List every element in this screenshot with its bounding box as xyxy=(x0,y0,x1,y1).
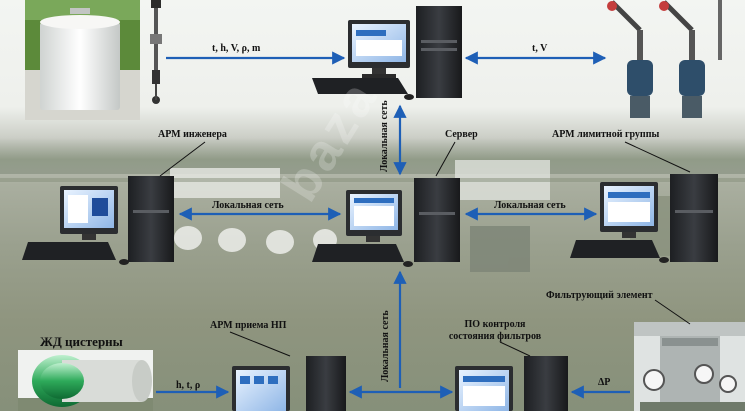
computer-engineer xyxy=(22,176,174,265)
computer-reception xyxy=(232,356,346,411)
label-filter-element: Фильтрующий элемент xyxy=(546,290,653,301)
label-arm-engineer: АРМ инженера xyxy=(158,129,227,140)
label-local-net-vertical-bottom: Локальная сеть xyxy=(380,310,391,382)
label-rail-tanks: ЖД цистерны xyxy=(40,334,123,349)
computer-server xyxy=(312,178,460,267)
label-top-right-params: t, V xyxy=(532,43,548,54)
level-sensor-icon xyxy=(150,0,162,104)
label-bottom-left-params: h, t, ρ xyxy=(176,380,201,391)
label-arm-reception: АРМ приема НП xyxy=(210,320,287,331)
loading-arms-icon xyxy=(607,0,722,118)
label-filter-software-line2: состояния фильтров xyxy=(448,331,542,342)
computer-limit-group xyxy=(570,174,718,263)
label-server: Сервер xyxy=(445,129,478,140)
filter-element-photo xyxy=(634,322,745,411)
rail-tanks-photo xyxy=(18,350,153,411)
label-local-net-vertical-top: Локальная сеть xyxy=(379,100,390,172)
label-delta-p: ΔP xyxy=(598,377,611,388)
connection-lines xyxy=(156,51,630,399)
label-top-left-params: t, h, V, ρ, m xyxy=(212,43,261,54)
computer-filter-software xyxy=(455,356,568,411)
computer-top xyxy=(312,6,462,100)
label-filter-software-line1: ПО контроля xyxy=(464,319,526,330)
label-local-net-right: Локальная сеть xyxy=(494,200,566,211)
tree-line xyxy=(0,138,745,174)
label-arm-limit-group: АРМ лимитной группы xyxy=(552,129,660,140)
callout-lines xyxy=(159,141,691,357)
storage-tank-photo xyxy=(25,0,140,120)
label-local-net-left: Локальная сеть xyxy=(212,200,284,211)
